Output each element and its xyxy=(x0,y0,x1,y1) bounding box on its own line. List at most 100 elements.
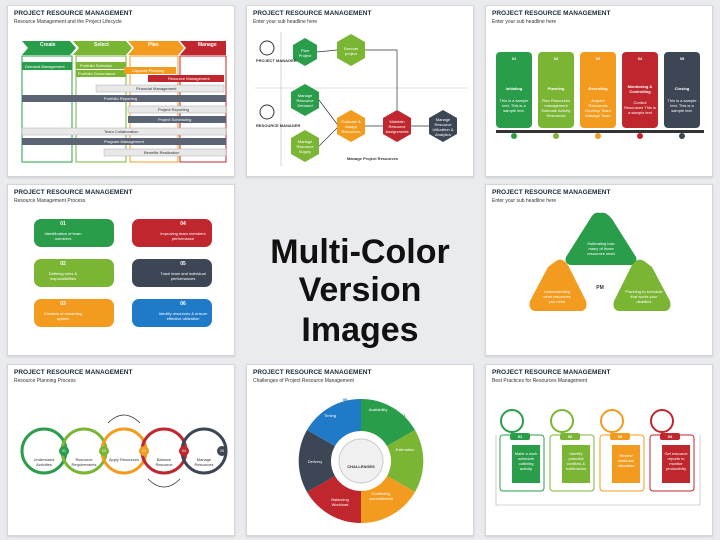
phase-label: Create xyxy=(40,42,56,48)
node-label: Manage Resource Utilization & Analytics xyxy=(432,117,454,137)
triangle-diagram xyxy=(529,212,671,311)
slide-phase-cards[interactable]: PROJECT RESOURCE MANAGEMENT Enter your s… xyxy=(485,5,713,177)
step-num: 02 xyxy=(60,261,66,267)
step-text: Identify resources & ensure effective ut… xyxy=(158,311,208,321)
bar-label: Portfolio Selection xyxy=(80,63,113,68)
slide-best-practices[interactable]: PROJECT RESOURCE MANAGEMENT Best Practic… xyxy=(485,364,713,536)
circle-text: Apply Resources xyxy=(108,457,140,462)
node-label: Evaluate & Assign Resources xyxy=(341,119,361,134)
segment-num: 02 xyxy=(413,483,418,488)
slide-challenges-wheel[interactable]: PROJECT RESOURCE MANAGEMENT Challenges o… xyxy=(246,364,474,536)
slide-title: PROJECT RESOURCE MANAGEMENT xyxy=(253,369,372,376)
card-num: 04 xyxy=(637,56,643,61)
phase-arrow-plan xyxy=(128,41,184,55)
wheel-segment xyxy=(307,398,361,446)
step-text: Track team and individual performances xyxy=(160,271,206,281)
bar xyxy=(76,70,126,77)
practice-text: Identify potential conflicts & bottlenec… xyxy=(565,451,587,471)
bar xyxy=(95,84,225,93)
bar xyxy=(76,62,126,69)
slide-pm-triangles[interactable]: PROJECT RESOURCE MANAGEMENT Enter your s… xyxy=(485,184,713,356)
step-pill xyxy=(132,299,212,327)
step-text: Improving team members performance xyxy=(160,231,206,241)
bar xyxy=(127,105,227,114)
hex-node xyxy=(383,110,411,142)
slide-subtitle: Enter your sub headline here xyxy=(492,198,557,204)
slide-title: PROJECT RESOURCE MANAGEMENT xyxy=(253,10,372,17)
bar xyxy=(124,67,176,74)
timeline xyxy=(496,130,704,139)
circle-num: 02 xyxy=(102,449,106,453)
slide-subtitle: Best Practices for Resources Management xyxy=(492,378,588,384)
card-text: Acquire Resources Develop Team Manage Te… xyxy=(585,98,611,118)
hex-node xyxy=(429,110,457,142)
slide-title: PROJECT RESOURCE MANAGEMENT xyxy=(14,369,133,376)
slide-process-steps[interactable]: PROJECT RESOURCE MANAGEMENT Resource Man… xyxy=(7,184,235,356)
slide-planning-circles[interactable]: PROJECT RESOURCE MANAGEMENT Resource Pla… xyxy=(7,364,235,536)
node-label: Plan Project xyxy=(298,48,312,58)
practice-cards xyxy=(495,409,701,506)
step-num: 03 xyxy=(60,301,66,307)
phase-label: Manage xyxy=(198,42,217,48)
circle-text: Manage Resources xyxy=(194,457,214,467)
bar xyxy=(103,148,227,157)
petal-text: Planning to schedule that works your dea… xyxy=(625,289,663,304)
segment-text: Estimation xyxy=(395,447,415,452)
node-label: Maintain Resource Assignments xyxy=(385,119,409,134)
bar-label: Team Collaboration xyxy=(104,129,139,134)
bar xyxy=(21,127,227,136)
slide-title: PROJECT RESOURCE MANAGEMENT xyxy=(14,189,133,196)
step-text: Defining roles & responsibilities xyxy=(48,271,78,281)
phase-arrow-select xyxy=(73,41,132,55)
segment-num: 01 xyxy=(401,413,406,418)
slide-subtitle: Enter your sub headline here xyxy=(253,19,318,25)
phase-card xyxy=(664,52,700,128)
phase-label: Plan xyxy=(148,42,159,48)
step-num: 06 xyxy=(180,301,186,307)
slide-lifecycle[interactable]: PROJECT RESOURCE MANAGEMENT Resource Man… xyxy=(7,5,235,177)
node-label: Execute project xyxy=(343,46,359,56)
card-num: 01 xyxy=(511,56,517,61)
segment-text: Conflicting commitments xyxy=(369,491,393,501)
wheel-hub: CHALLENGES xyxy=(347,464,375,469)
hex-node xyxy=(291,130,319,162)
practice-text: Get resource reports to monitor producti… xyxy=(664,451,688,471)
card-num: 02 xyxy=(553,56,559,61)
phase-card xyxy=(622,52,658,128)
phase-card xyxy=(580,52,616,128)
challenges-wheel xyxy=(298,398,424,524)
circle-num: 05 xyxy=(220,449,224,453)
segment-text: Balancing Workload xyxy=(331,497,349,507)
slide-subtitle: Resource Management Process xyxy=(14,198,86,204)
segment-text: Delivery xyxy=(307,459,323,464)
step-num: 05 xyxy=(180,261,186,267)
lifecycle-diagram xyxy=(21,41,227,163)
card-text: Plan Resources management Estimate Activ… xyxy=(541,98,571,118)
bar-label: Capacity Planning xyxy=(132,68,165,73)
bar-label: Demand Management xyxy=(25,64,65,69)
wheel-segment xyxy=(307,476,361,524)
card-name: Planning xyxy=(547,86,565,91)
circle-num: 04 xyxy=(182,449,186,453)
gear-icon xyxy=(259,40,275,56)
card-text: Control Resources This is a sample text xyxy=(624,100,656,115)
flow-footer: Manage Project Resources xyxy=(347,156,399,161)
phase-card xyxy=(538,52,574,128)
step-pill xyxy=(132,219,212,247)
petal-text: Estimating how many of those resources n… xyxy=(587,241,615,256)
slide-hex-flow[interactable]: PROJECT RESOURCE MANAGEMENT Enter your s… xyxy=(246,5,474,177)
slide-subtitle: Challenges of Project Resource Managemen… xyxy=(253,378,354,384)
segment-num: 03 xyxy=(373,513,378,518)
step-pill xyxy=(34,299,114,327)
segment-num: 06 xyxy=(343,397,348,402)
bar-label: Resource Management xyxy=(168,76,210,81)
step-pill xyxy=(132,259,212,287)
slide-subtitle: Resource Planning Process xyxy=(14,378,76,384)
step-num: 04 xyxy=(180,221,186,227)
slide-title: PROJECT RESOURCE MANAGEMENT xyxy=(492,369,611,376)
practice-text: Review workload allocation xyxy=(617,453,635,468)
wheel-segment xyxy=(298,430,335,492)
node-label: Manage Resource Demand xyxy=(296,93,314,108)
card-num: 05 xyxy=(679,56,685,61)
step-text: Identification of team members xyxy=(44,231,82,241)
